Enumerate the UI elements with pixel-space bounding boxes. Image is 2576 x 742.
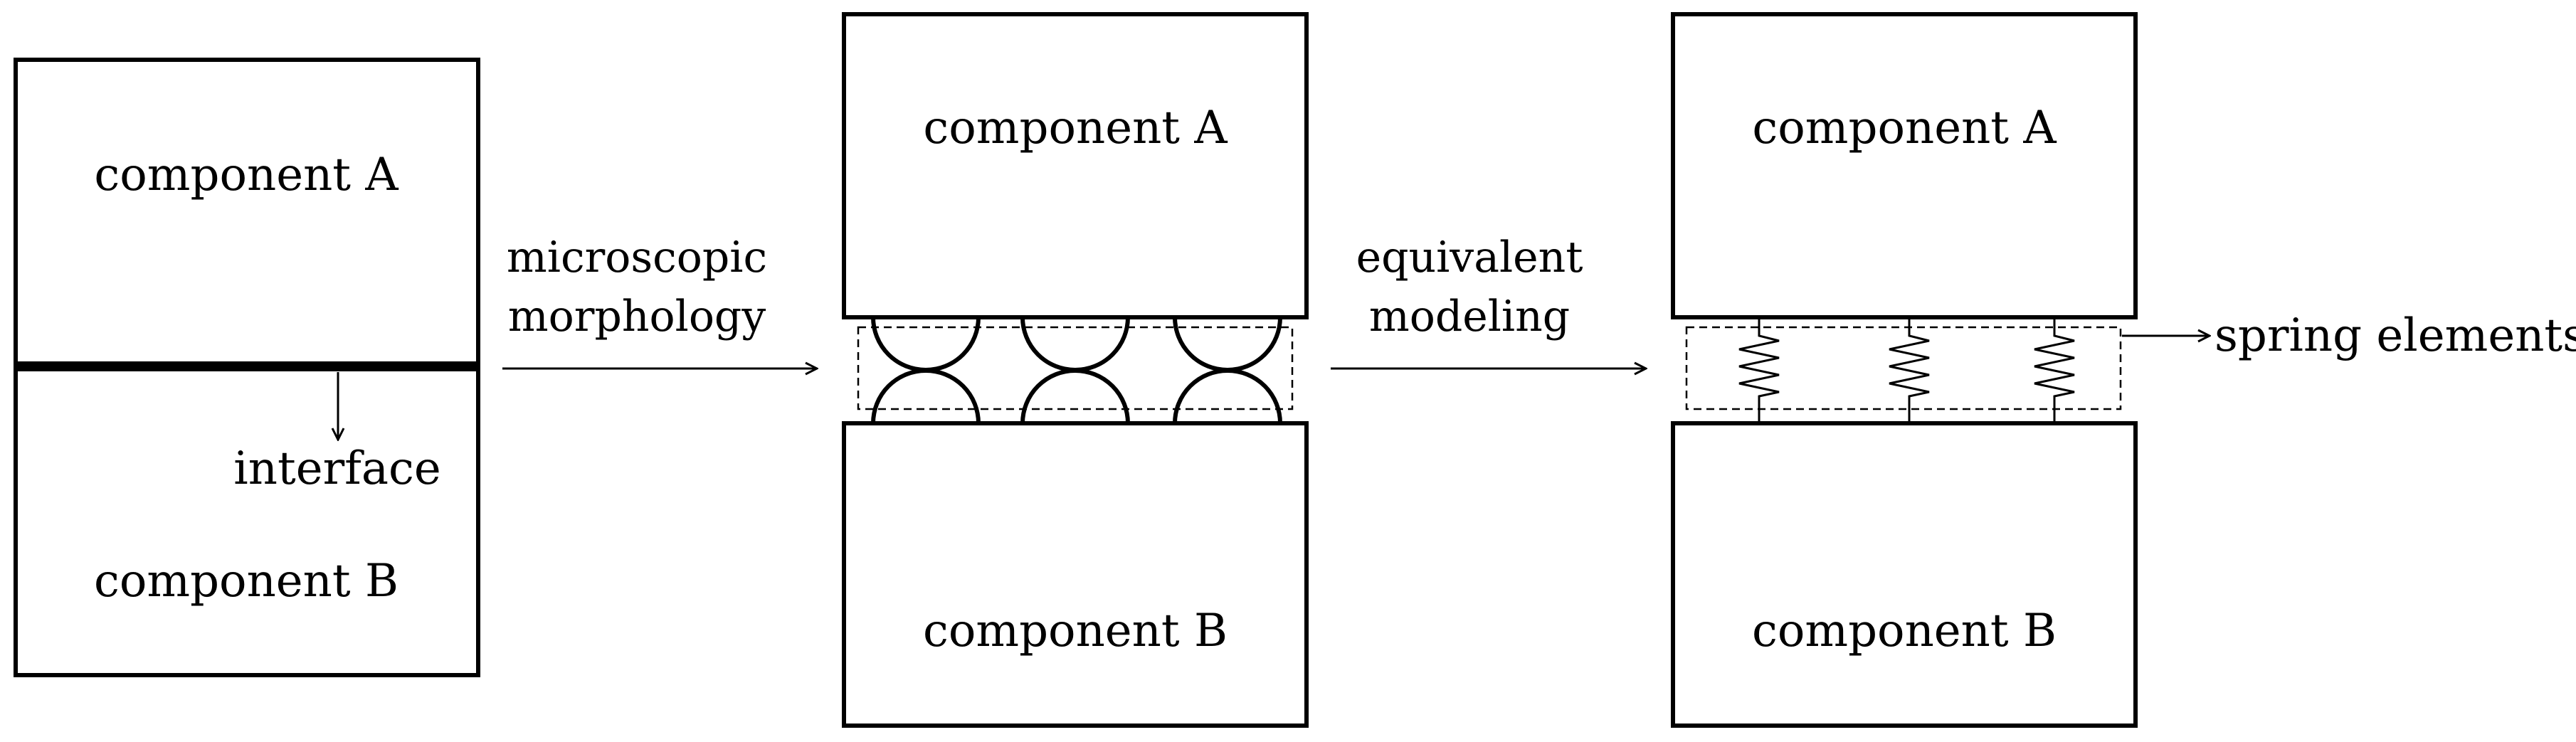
- stage2-asperity-top-3: [1173, 317, 1282, 372]
- stage1-component-b-label: component B: [94, 555, 398, 608]
- stage3-springs: [1738, 317, 2075, 423]
- arrow2-label-line2: modeling: [1369, 292, 1570, 341]
- arrow1-group: microscopic morphology: [502, 233, 817, 369]
- stage1-assembly: component A interface component B: [14, 58, 480, 677]
- stage3-spring-2: [1889, 317, 1930, 423]
- stage2-assembly: component A component B: [842, 12, 1309, 728]
- stage3-spring-elements-label: spring elements: [2215, 309, 2576, 362]
- stage2-asperities: [871, 317, 1282, 424]
- arrow2-label-line1: equivalent: [1356, 233, 1583, 282]
- stage1-interface-label: interface: [233, 442, 440, 495]
- stage3-component-b-box: [1671, 421, 2138, 728]
- arrow1-label-line2: morphology: [508, 292, 766, 341]
- stage2-asperity-top-1: [871, 317, 981, 372]
- stage2-asperity-bottom-2: [1020, 369, 1130, 424]
- stage3-component-a-box: [1671, 12, 2138, 319]
- stage1-component-a-label: component A: [94, 149, 398, 201]
- stage2-component-a-box: [842, 12, 1309, 319]
- stage3-spring-3: [2034, 317, 2075, 423]
- stage2-component-a-label: component A: [923, 102, 1228, 154]
- stage2-asperity-top-2: [1020, 317, 1130, 372]
- stage3-interface-zone: [1685, 326, 2122, 410]
- stage2-interface-zone: [857, 326, 1294, 410]
- stage2-component-b-label: component B: [923, 605, 1228, 657]
- arrow1-label-line1: microscopic: [507, 233, 767, 282]
- stage2-asperity-bottom-3: [1173, 369, 1282, 424]
- stage2-component-b-box: [842, 421, 1309, 728]
- stage2-asperity-bottom-1: [871, 369, 981, 424]
- stage3-component-b-label: component B: [1752, 605, 2057, 657]
- arrow2-group: equivalent modeling: [1331, 233, 1646, 369]
- stage3-component-a-label: component A: [1752, 102, 2057, 154]
- stage3-spring-1: [1738, 317, 1780, 423]
- stage3-assembly: component A component B spring elements: [1671, 12, 2576, 728]
